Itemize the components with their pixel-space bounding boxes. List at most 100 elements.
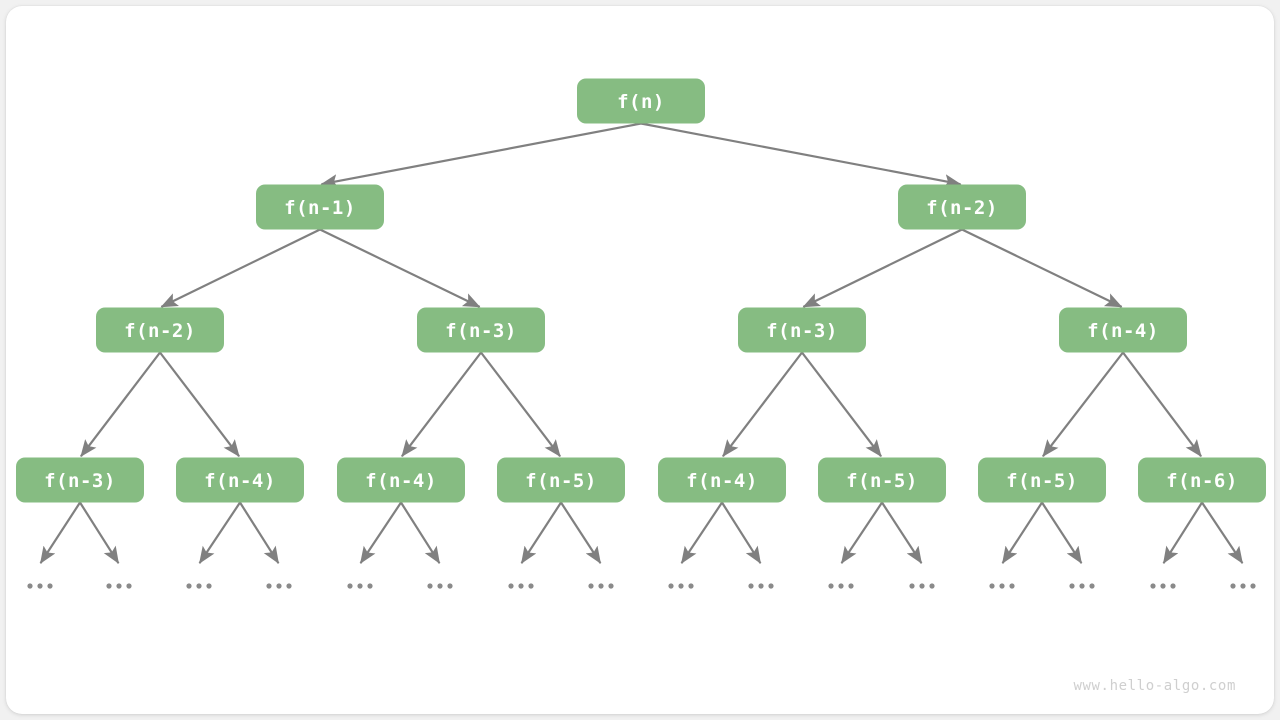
tree-node[interactable]: f(n-2) [96, 307, 224, 353]
tree-node-label: f(n-2) [124, 320, 196, 342]
ellipsis-dot [206, 583, 212, 589]
tree-node[interactable]: f(n-3) [16, 457, 144, 503]
ellipsis-dot [347, 583, 353, 589]
ellipsis-dot [1069, 583, 1075, 589]
tree-node-label: f(n-4) [1087, 320, 1159, 342]
tree-node[interactable]: f(n-5) [497, 457, 625, 503]
tree-edge [159, 351, 240, 458]
tree-edge-to-ellipsis [1201, 501, 1244, 564]
tree-edge [722, 351, 803, 458]
watermark: www.hello-algo.com [1073, 678, 1236, 694]
tree-node-label: f(n-6) [1166, 470, 1238, 492]
ellipsis-dot [1150, 583, 1156, 589]
ellipsis-marker [588, 583, 614, 589]
tree-node-label: f(n-5) [1006, 470, 1078, 492]
tree-edge [640, 122, 962, 189]
tree-edge-to-ellipsis [400, 501, 441, 564]
ellipsis-dot [266, 583, 272, 589]
tree-edge [1042, 351, 1124, 458]
ellipsis-dot [1160, 583, 1166, 589]
edges-layer [39, 122, 1244, 564]
ellipsis-dot [508, 583, 514, 589]
tree-node-box [658, 457, 786, 503]
tree-edge-to-ellipsis [239, 501, 280, 564]
ellipsis-dot [186, 583, 192, 589]
tree-edge-to-ellipsis [1162, 501, 1203, 564]
tree-edge-to-ellipsis [840, 501, 883, 564]
ellipsis-marker [668, 583, 694, 589]
tree-edge-to-ellipsis [881, 501, 923, 564]
tree-node-label: f(n-1) [284, 197, 356, 219]
tree-node[interactable]: f(n-5) [978, 457, 1106, 503]
ellipsis-marker [106, 583, 132, 589]
ellipsis-dot [989, 583, 995, 589]
tree-node[interactable]: f(n) [577, 78, 705, 124]
nodes-layer: f(n) f(n-1) f(n-2) f(n-2) f(n-3) f(n-3) f(n-4)… [16, 78, 1266, 503]
tree-node[interactable]: f(n-4) [658, 457, 786, 503]
ellipsis-dot [1250, 583, 1256, 589]
ellipsis-marker [508, 583, 534, 589]
tree-node-box [16, 457, 144, 503]
tree-node[interactable]: f(n-2) [898, 184, 1026, 230]
tree-edge [401, 351, 482, 458]
tree-node-label: f(n-5) [525, 470, 597, 492]
tree-edge [801, 351, 882, 458]
ellipsis-dot [437, 583, 443, 589]
tree-edge [480, 351, 561, 458]
ellipsis-marker [1069, 583, 1095, 589]
ellipsis-dot [678, 583, 684, 589]
ellipsis-marker [347, 583, 373, 589]
ellipsis-dot [748, 583, 754, 589]
tree-node[interactable]: f(n-6) [1138, 457, 1266, 503]
tree-edge-to-ellipsis [680, 501, 723, 564]
ellipsis-dot [828, 583, 834, 589]
ellipsis-dot [758, 583, 764, 589]
ellipsis-dot [357, 583, 363, 589]
tree-node-box [417, 307, 545, 353]
ellipsis-dot [1079, 583, 1085, 589]
ellipsis-dot [929, 583, 935, 589]
tree-node[interactable]: f(n-5) [818, 457, 946, 503]
ellipsis-dot [668, 583, 674, 589]
ellipsis-dot [47, 583, 53, 589]
ellipsis-marker [186, 583, 212, 589]
tree-node-box [176, 457, 304, 503]
ellipsis-marker [1150, 583, 1176, 589]
ellipsis-dot [37, 583, 43, 589]
tree-node[interactable]: f(n-3) [417, 307, 545, 353]
ellipsis-marker [1230, 583, 1256, 589]
ellipsis-dot [196, 583, 202, 589]
tree-node-label: f(n-3) [44, 470, 116, 492]
tree-edge-to-ellipsis [359, 501, 402, 564]
ellipsis-marker [266, 583, 292, 589]
tree-edge [160, 228, 321, 308]
ellipsis-dot [598, 583, 604, 589]
ellipsis-dot [1170, 583, 1176, 589]
tree-edge-to-ellipsis [39, 501, 81, 564]
ellipsis-dot [688, 583, 694, 589]
tree-edge [320, 122, 642, 189]
tree-node-label: f(n-2) [926, 197, 998, 219]
tree-node[interactable]: f(n-4) [1059, 307, 1187, 353]
ellipsis-marker [828, 583, 854, 589]
tree-edge [80, 351, 161, 458]
tree-node-label: f(n-4) [686, 470, 758, 492]
ellipsis-dot [447, 583, 453, 589]
tree-node-box [1138, 457, 1266, 503]
ellipsis-dot [999, 583, 1005, 589]
tree-node[interactable]: f(n-4) [176, 457, 304, 503]
tree-edge-to-ellipsis [198, 501, 241, 564]
tree-node[interactable]: f(n-4) [337, 457, 465, 503]
tree-node[interactable]: f(n-1) [256, 184, 384, 230]
ellipsis-dot [768, 583, 774, 589]
ellipsis-dot [106, 583, 112, 589]
tree-node[interactable]: f(n-3) [738, 307, 866, 353]
ellipsis-dot [116, 583, 122, 589]
ellipsis-marker [427, 583, 453, 589]
ellipsis-dot [528, 583, 534, 589]
tree-node-box [818, 457, 946, 503]
tree-node-box [96, 307, 224, 353]
tree-node-box [738, 307, 866, 353]
ellipsis-marker [27, 583, 53, 589]
